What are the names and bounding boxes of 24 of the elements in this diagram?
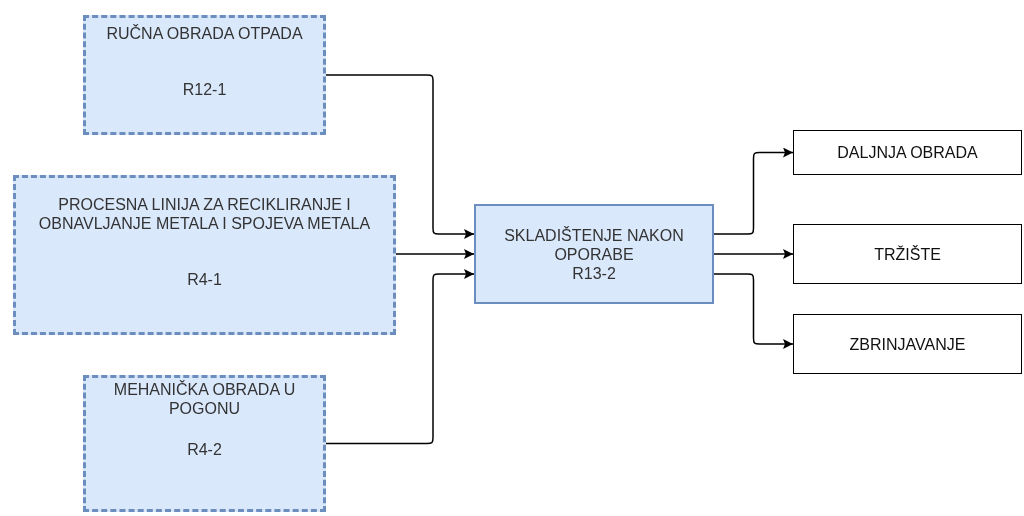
box-label: MEHANIČKA OBRADA U POGONU	[112, 380, 297, 418]
arrow	[395, 249, 475, 259]
box-label: R4-2	[187, 440, 222, 459]
box-label: DALJNJA OBRADA	[837, 143, 978, 162]
arrow	[325, 74, 475, 239]
box-label: ZBRINJAVANJE	[849, 334, 966, 354]
box-label: PROCESNA LINIJA ZA RECIKLIRANJE I OBNAVLJANJE METALA I SPOJEVA METALA	[37, 195, 372, 233]
arrow	[325, 269, 475, 445]
process-box	[474, 204, 714, 304]
process-box	[83, 15, 326, 135]
box-label: R4-1	[187, 270, 222, 289]
box-label: TRŽIŠTE	[874, 244, 941, 264]
process-box	[13, 175, 396, 335]
process-box	[83, 375, 326, 512]
process-box	[793, 224, 1022, 284]
process-box	[793, 314, 1022, 374]
box-label: SKLADIŠTENJE NAKON OPORABE	[503, 225, 685, 264]
arrow	[713, 249, 794, 259]
arrow	[713, 273, 794, 349]
box-label: RUČNA OBRADA OTPADA	[106, 24, 303, 43]
box-label: R12-1	[182, 80, 227, 99]
arrow	[713, 147, 794, 235]
box-label: R13-2	[572, 263, 616, 283]
process-box	[793, 130, 1022, 175]
